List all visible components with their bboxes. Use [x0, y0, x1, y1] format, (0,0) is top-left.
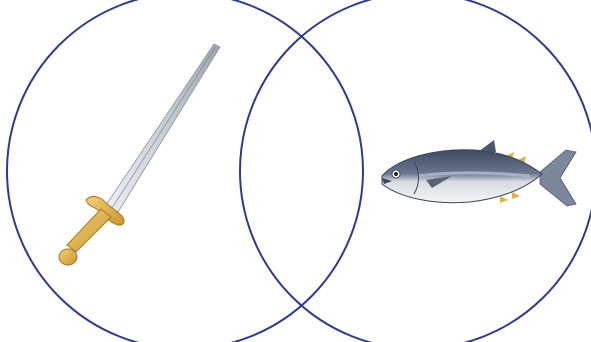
sword-pommel: [59, 249, 77, 265]
tuna-fish-icon: [382, 140, 576, 206]
sword-icon: [59, 44, 220, 265]
fish-tail: [540, 150, 576, 206]
venn-circle-left: [7, 0, 363, 342]
sword-grip: [67, 209, 111, 252]
